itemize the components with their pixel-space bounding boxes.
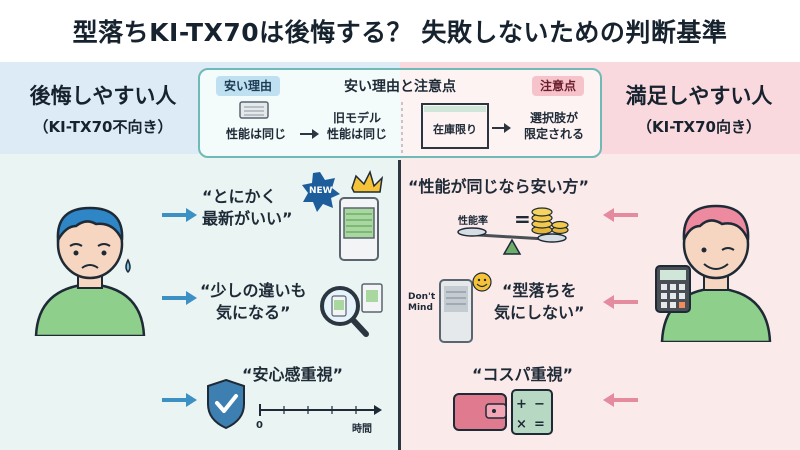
left-quote-security: “安心感重視” <box>242 365 344 384</box>
wallet-icon <box>453 393 507 431</box>
center-divider <box>398 160 401 450</box>
limited-stock-label: 在庫限り <box>433 123 477 136</box>
dont-mind-label: Don't Mind <box>408 292 436 313</box>
timeline-illustration <box>207 378 382 430</box>
right-side-title: 満足しやすい人 （KI-TX70向き） <box>604 80 794 137</box>
svg-text:=: = <box>534 417 545 432</box>
left-quote-difference: “少しの違いも 気になる” <box>200 281 307 322</box>
new-badge-label: NEW <box>309 186 333 196</box>
cheap-reason-pill: 安い理由 <box>216 76 281 96</box>
air-purifier-icon <box>439 279 473 343</box>
stock-shelf-icon <box>421 103 489 149</box>
right-arrow-3 <box>603 393 638 407</box>
shield-check-icon <box>207 378 245 430</box>
right-arrow-icon <box>492 123 511 133</box>
right-quote-no-care: “型落ちを 気にしない” <box>494 281 585 322</box>
crown-icon <box>351 169 384 193</box>
timeline-start-label: 0 <box>256 420 263 431</box>
person-worried-icon <box>34 206 146 336</box>
new-product-illustration <box>302 169 384 261</box>
new-badge-icon <box>302 172 340 212</box>
svg-text:−: − <box>534 397 545 412</box>
calculator-icon <box>655 265 691 313</box>
center-title: 安い理由と注意点 <box>344 79 456 95</box>
cost-performance-illustration: + − × = <box>453 389 553 435</box>
left-quote-latest: “とにかく 最新がいい” <box>202 187 293 228</box>
timeline-end-label: 時間 <box>352 424 372 435</box>
air-purifier-icon <box>339 197 379 261</box>
center-box-graphics <box>239 101 511 154</box>
old-model-label: 旧モデル 性能は同じ <box>326 111 387 141</box>
smile-icon <box>472 272 492 292</box>
left-arrow-1 <box>162 208 197 222</box>
svg-text:×: × <box>516 417 527 432</box>
right-quote-cheaper: “性能が同じなら安い方” <box>408 177 590 196</box>
svg-text:+: + <box>516 397 527 412</box>
calculator-icon: + − × = <box>511 389 553 435</box>
coins-icon <box>531 207 569 235</box>
dont-mind-illustration <box>439 272 492 343</box>
right-arrow-icon <box>300 129 319 139</box>
air-purifier-small-icon <box>239 101 269 119</box>
limited-choice-label: 選択肢が 限定される <box>523 111 584 141</box>
magnifier-illustration <box>320 283 383 337</box>
caution-pill: 注意点 <box>531 76 584 96</box>
left-arrow-2 <box>162 291 197 305</box>
same-performance-label: 性能は同じ <box>225 127 286 141</box>
left-side-title: 後悔しやすい人 （KI-TX70不向き） <box>8 80 198 137</box>
timeline-icon <box>259 404 382 416</box>
balance-scale-icon <box>457 227 567 255</box>
magnifier-icon <box>320 286 369 337</box>
left-subtitle: （KI-TX70不向き） <box>33 118 173 136</box>
person-smiling-icon <box>655 204 772 342</box>
right-subtitle: （KI-TX70向き） <box>637 118 761 136</box>
left-title: 後悔しやすい人 <box>29 84 177 108</box>
right-arrow-1 <box>603 208 638 222</box>
center-info-box: 安い理由 安い理由と注意点 注意点 性能は同じ 旧モデル 性能は同じ 在庫限り … <box>198 68 602 158</box>
balance-scale-illustration: = <box>457 207 569 255</box>
scale-label: 性能率 <box>458 216 488 227</box>
page-title: 型落ちKI-TX70は後悔する？ 失敗しないための判断基準 <box>72 18 728 47</box>
equals-sign: = <box>514 207 531 231</box>
right-arrow-2 <box>603 295 638 309</box>
right-title: 満足しやすい人 <box>625 84 773 108</box>
right-quote-cost-performance: “コスパ重視” <box>472 365 574 384</box>
left-arrow-3 <box>162 393 197 407</box>
